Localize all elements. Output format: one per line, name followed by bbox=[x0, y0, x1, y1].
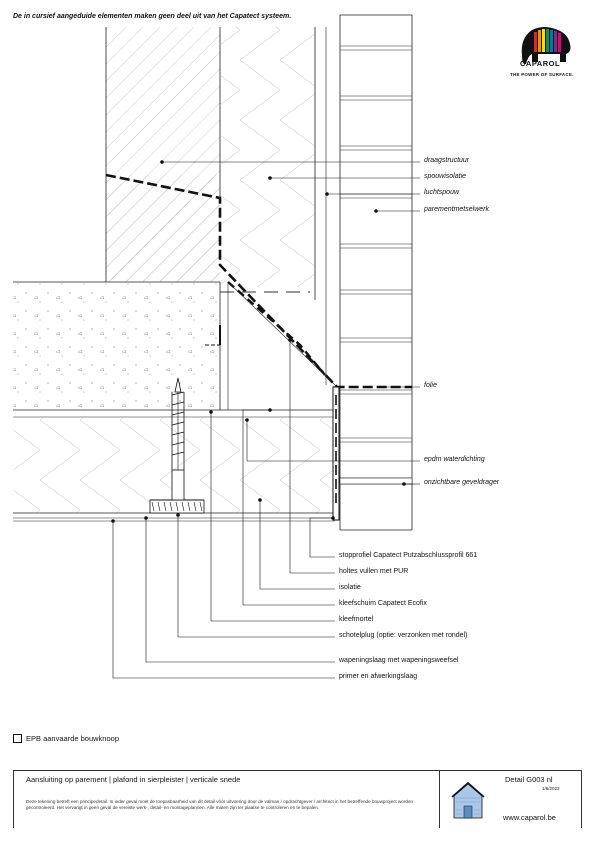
label-epdm: epdm waterdichting bbox=[424, 456, 485, 463]
legend-checkbox[interactable] bbox=[13, 734, 22, 743]
label-luchtspouw: luchtspouw bbox=[424, 189, 460, 196]
detail-date: 1/6/2023 bbox=[542, 786, 560, 791]
website-link[interactable]: www.caparol.be bbox=[503, 813, 556, 822]
label-parementmetselwerk: parementmetselwerk bbox=[424, 206, 489, 213]
footer-left-border bbox=[13, 770, 14, 828]
elephant-icon bbox=[521, 27, 571, 64]
foil-membrane bbox=[105, 173, 412, 389]
disclaimer-note: De in cursief aangeduide elementen maken… bbox=[13, 13, 292, 20]
label-stopprofiel: stopprofiel Capatect Putzabschlussprofil… bbox=[339, 552, 478, 559]
detail-code: Detail G003 nl bbox=[505, 775, 553, 784]
label-wapeningslaag: wapeningslaag met wapeningsweefsel bbox=[339, 657, 459, 664]
title-block bbox=[13, 770, 582, 829]
footer-divider bbox=[439, 770, 440, 828]
label-folie: folie bbox=[424, 382, 437, 389]
label-schotelplug: schotelplug (optie: verzonken met rondel… bbox=[339, 632, 468, 639]
logo-brand: CAPAROL bbox=[520, 59, 561, 68]
label-isolatie: isolatie bbox=[339, 584, 361, 591]
drawing-title: Aansluiting op parement | plafond in sie… bbox=[26, 775, 241, 784]
label-spouwisolatie: spouwisolatie bbox=[424, 173, 467, 180]
cavity-insulation bbox=[220, 27, 315, 287]
concrete-slab bbox=[13, 281, 335, 411]
label-kleefmortel: kleefmortel bbox=[339, 616, 374, 623]
facade-bearer bbox=[339, 477, 413, 485]
house-icon bbox=[451, 781, 485, 819]
drawing-description: Deze tekening betreft een principedetail… bbox=[26, 799, 414, 810]
label-holtes: holtes vullen met PUR bbox=[339, 568, 409, 575]
label-primer: primer en afwerkingslaag bbox=[339, 673, 418, 680]
brick-wall bbox=[339, 14, 413, 531]
footer-right-border bbox=[581, 770, 582, 828]
anchor-plug bbox=[149, 377, 205, 514]
bearing-wall bbox=[105, 27, 221, 282]
logo-tagline: THE POWER OF SURFACE. bbox=[510, 72, 574, 77]
legend-label: EPB aanvaarde bouwknoop bbox=[26, 734, 119, 743]
label-draagstructuur: draagstructuur bbox=[424, 157, 470, 164]
label-kleefschuim: kleefschuim Capatect Ecofix bbox=[339, 600, 427, 607]
caparol-logo bbox=[521, 27, 571, 64]
label-geveldrager: onzichtbare geveldrager bbox=[424, 479, 500, 486]
